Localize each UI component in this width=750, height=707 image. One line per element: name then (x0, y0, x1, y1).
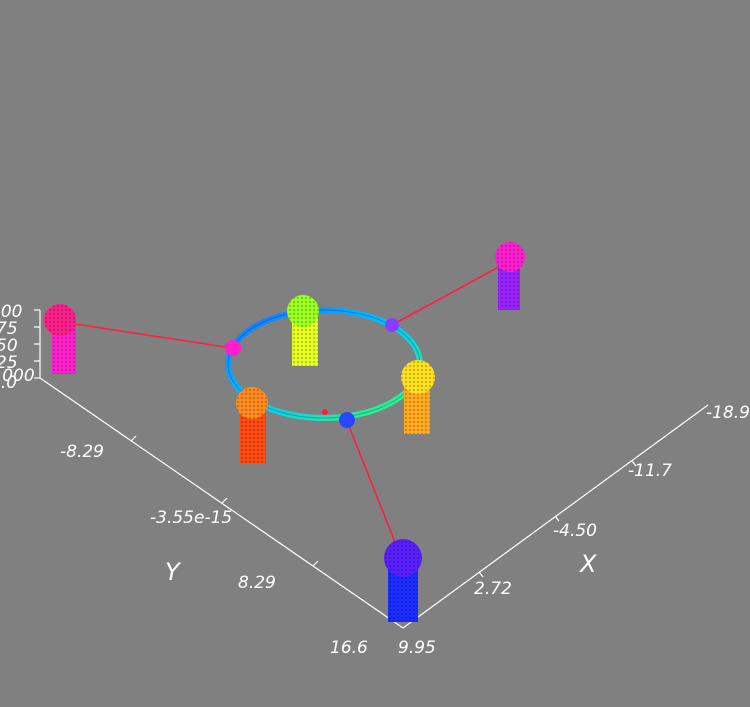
x-axis-title: X (578, 550, 597, 578)
z-tick-4: 25 (0, 353, 18, 373)
y-tick-2: -3.55e-15 (150, 508, 232, 528)
y-tick-4: 16.6 (330, 638, 368, 658)
link-bottom (346, 420, 401, 556)
link-left (61, 321, 233, 349)
tick-marks (34, 309, 637, 578)
x-tick-4: 2.72 (474, 579, 512, 599)
y-axis-line (39, 377, 404, 629)
pillar-magenta[interactable] (44, 304, 76, 374)
z-tick-3: 50 (0, 336, 18, 356)
y-tick-1: -8.29 (60, 442, 104, 462)
link-right (391, 261, 509, 326)
pillar-blue[interactable] (384, 539, 422, 622)
z-tick-1: 000 (0, 302, 22, 322)
x-tick-3: -4.50 (553, 521, 597, 541)
z-tick-6: 0.0 (0, 373, 17, 393)
x-tick-2: -11.7 (628, 461, 672, 481)
pillar-orange[interactable] (236, 387, 268, 463)
center-marker (322, 409, 328, 415)
ring-node-bottom[interactable] (339, 412, 355, 428)
axes-box (39, 310, 709, 629)
pillar-yellowgreen[interactable] (287, 295, 319, 366)
y-tick-3: 8.29 (238, 573, 276, 593)
y-axis-title: Y (165, 558, 182, 586)
z-tick-5: 0.000 (0, 366, 35, 386)
pillar-violet[interactable] (495, 242, 525, 310)
link-lines (61, 261, 509, 556)
ring-node-left[interactable] (225, 340, 241, 356)
x-tick-5: 9.95 (398, 638, 436, 658)
ring-node-right[interactable] (385, 318, 399, 332)
pillar-yellow[interactable] (401, 360, 435, 434)
x-tick-1: -18.9 (706, 403, 750, 423)
z-tick-2: 75 (0, 319, 18, 339)
